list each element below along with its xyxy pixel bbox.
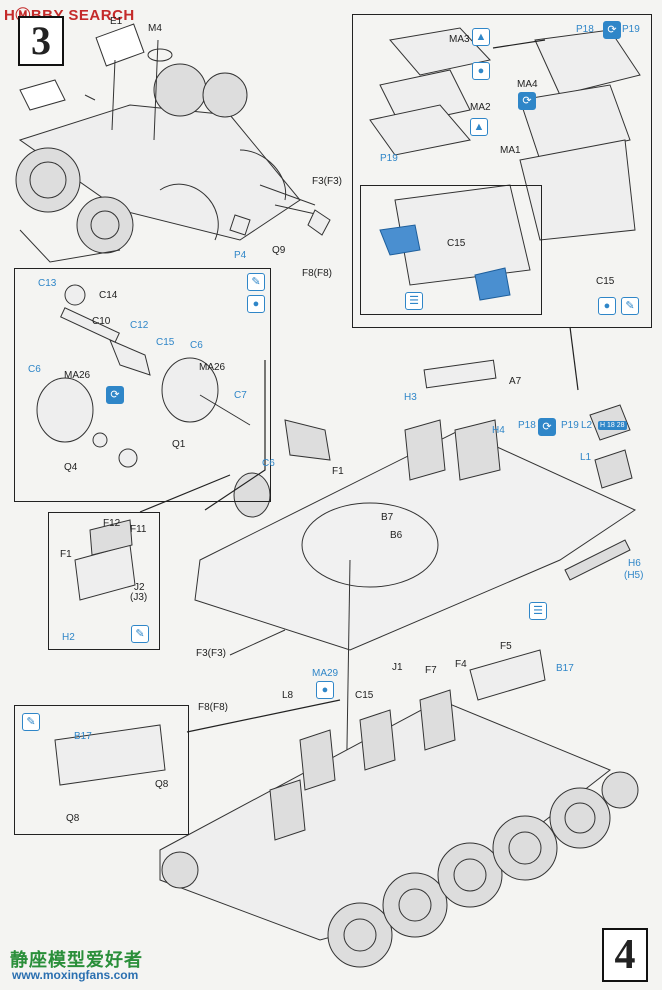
paint-brush-icon: ✎ [247, 273, 265, 291]
label-m4: M4 [148, 23, 162, 34]
label-q9: Q9 [272, 245, 286, 256]
label-f1-box: F1 [60, 549, 72, 560]
label-q8-a: Q8 [155, 779, 169, 790]
label-c15-right: C15 [596, 276, 615, 287]
label-c15-left: C15 [156, 337, 175, 348]
label-ma3: MA3 [449, 34, 470, 45]
label-c15-box: C15 [447, 238, 466, 249]
label-f1-mid: F1 [332, 466, 344, 477]
label-c14: C14 [99, 290, 118, 301]
step-4-number: 4 [602, 928, 648, 982]
label-f7: F7 [425, 665, 437, 676]
label-p18-mid: P18 [518, 420, 536, 431]
label-q4: Q4 [64, 462, 78, 473]
detail-panel-engine-deck [352, 14, 652, 328]
label-q8-b: Q8 [66, 813, 80, 824]
glue-drop-icon: ● [472, 62, 490, 80]
watermark-url: www.moxingfans.com [12, 968, 139, 982]
rotate-arrows-icon: ⟳ [538, 418, 556, 436]
bend-up-icon: ▲ [472, 28, 490, 46]
label-f3-top: F3(F3) [312, 176, 342, 187]
label-f3-mid: F3(F3) [196, 648, 226, 659]
label-h3: H3 [404, 392, 417, 403]
label-j3: (J3) [130, 592, 148, 603]
label-f8-top: F8(F8) [302, 268, 332, 279]
label-l2: L2 [581, 420, 593, 431]
label-l8: L8 [282, 690, 294, 701]
label-p19-mid: P19 [561, 420, 579, 431]
label-q1: Q1 [172, 439, 186, 450]
label-l1: L1 [580, 452, 592, 463]
glue-drop-icon: ● [598, 297, 616, 315]
label-c13: C13 [38, 278, 57, 289]
label-h2: H2 [62, 632, 75, 643]
label-c6-b: C6 [190, 340, 203, 351]
label-c12: C12 [130, 320, 149, 331]
watermark-cn: 静座模型爱好者 [10, 950, 143, 970]
label-f4: F4 [455, 659, 467, 670]
label-ma2: MA2 [470, 102, 491, 113]
photo-etch-icon: ☰ [405, 292, 423, 310]
label-c15-mid: C15 [355, 690, 374, 701]
label-j2: J2 [134, 582, 145, 593]
label-a7: A7 [509, 376, 522, 387]
label-ma26-a: MA26 [64, 370, 91, 381]
paint-brush-icon: ✎ [621, 297, 639, 315]
label-p19-top: P19 [622, 24, 640, 35]
rotate-arrows-icon: ⟳ [106, 386, 124, 404]
label-c6-left: C6 [28, 364, 41, 375]
label-b7: B7 [381, 512, 394, 523]
glue-drop-icon: ● [247, 295, 265, 313]
label-ma1: MA1 [500, 145, 521, 156]
label-p19-a: P19 [380, 153, 398, 164]
label-e1: E1 [110, 16, 123, 27]
label-p18-top: P18 [576, 24, 594, 35]
label-c6-mid: C6 [262, 458, 275, 469]
detail-panel-engine-deck-inner [360, 185, 542, 315]
label-j1: J1 [392, 662, 403, 673]
label-h4: H4 [492, 425, 505, 436]
label-ma26-b: MA26 [199, 362, 226, 373]
label-p4: P4 [234, 250, 247, 261]
detail-panel-sprocket [14, 268, 271, 502]
label-b6: B6 [390, 530, 403, 541]
bend-up-icon: ▲ [470, 118, 488, 136]
label-b17-right: B17 [556, 663, 574, 674]
label-h5: (H5) [624, 570, 644, 581]
detail-panel-hatch [48, 512, 160, 650]
rotate-arrows-icon: ⟳ [518, 92, 536, 110]
paint-brush-icon: ✎ [131, 625, 149, 643]
paint-brush-icon: ✎ [22, 713, 40, 731]
label-b17-box: B17 [74, 731, 92, 742]
detail-panel-stowage [14, 705, 189, 835]
label-c7: C7 [234, 390, 247, 401]
step-3-number: 3 [18, 16, 64, 66]
label-l2-badge: H 18 28 [598, 421, 627, 430]
label-h6: H6 [628, 558, 641, 569]
photo-etch-icon: ☰ [529, 602, 547, 620]
label-f12: F12 [103, 518, 121, 529]
label-f11: F11 [130, 524, 147, 535]
rotate-arrows-icon: ⟳ [603, 21, 621, 39]
label-f8-mid: F8(F8) [198, 702, 228, 713]
label-c10: C10 [92, 316, 111, 327]
label-f5: F5 [500, 641, 512, 652]
label-ma29: MA29 [312, 668, 339, 679]
glue-drop-icon: ● [316, 681, 334, 699]
label-ma4: MA4 [517, 79, 538, 90]
